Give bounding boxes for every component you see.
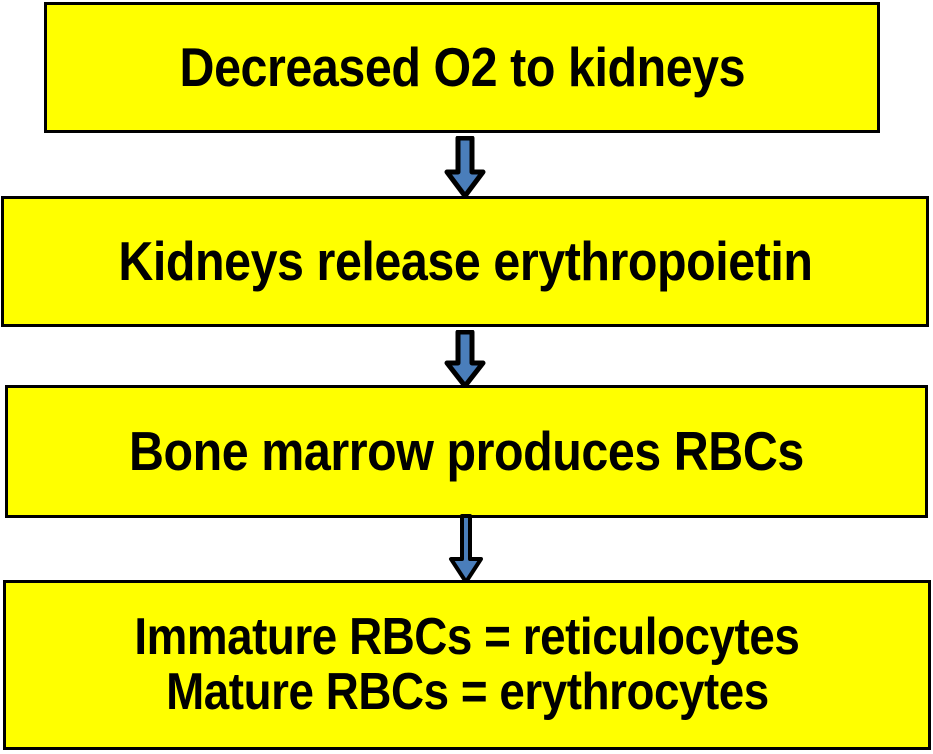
down-arrow-icon-3	[449, 514, 483, 584]
flow-box-step-4-label-line1: Immature RBCs = reticulocytes	[134, 607, 800, 666]
flow-box-step-2-label: Kidneys release erythropoietin	[117, 230, 813, 293]
flow-box-step-1-label: Decreased O2 to kidneys	[179, 36, 745, 99]
flow-box-step-4[interactable]: Immature RBCs = reticulocytes Mature RBC…	[3, 580, 931, 750]
down-arrow-icon-1	[444, 136, 486, 198]
flow-box-step-4-label-line2: Mature RBCs = erythrocytes	[165, 663, 769, 721]
down-arrow-shape	[444, 136, 486, 198]
flow-box-step-1[interactable]: Decreased O2 to kidneys	[44, 2, 880, 133]
down-arrow-shape	[449, 514, 483, 584]
flow-box-step-2[interactable]: Kidneys release erythropoietin	[1, 196, 929, 327]
down-arrow-shape	[444, 330, 486, 388]
flow-box-step-3[interactable]: Bone marrow produces RBCs	[5, 385, 928, 518]
flow-box-step-3-label: Bone marrow produces RBCs	[129, 420, 804, 483]
down-arrow-icon-2	[444, 330, 486, 388]
